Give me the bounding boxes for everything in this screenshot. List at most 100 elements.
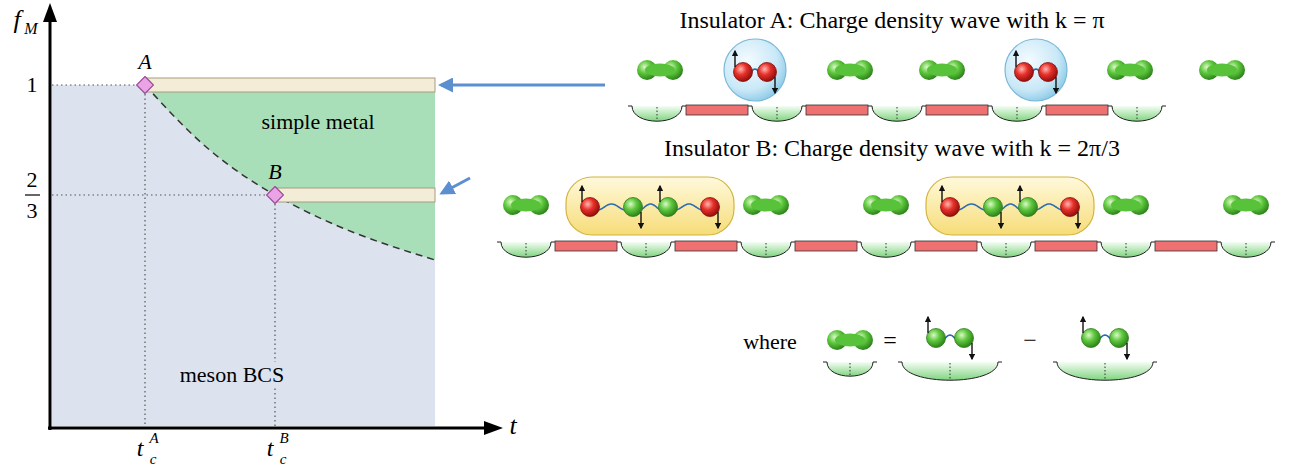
- panel-title: Insulator B: Charge density wave with k …: [664, 135, 1120, 161]
- axis-arrowhead: [484, 421, 503, 435]
- region-label: simple metal: [261, 109, 374, 134]
- barrier-block: [675, 241, 737, 251]
- green-particle: [927, 329, 946, 348]
- tick-superscript: B: [279, 430, 288, 447]
- dimer-molecule: [1199, 60, 1245, 80]
- spin-arrow: [581, 186, 582, 202]
- bound-pair-bubble: [1005, 39, 1067, 101]
- metal-region: simple metal: [140, 76, 440, 266]
- pointer-arrow: [442, 178, 470, 193]
- dimer-molecule: [1223, 195, 1269, 215]
- well-center: [1246, 243, 1247, 257]
- diamond-shape: [267, 187, 284, 204]
- spin-arrow: [1015, 51, 1016, 67]
- dimer-molecule: [827, 60, 873, 80]
- spin-arrow: [640, 212, 641, 228]
- potential-well: [748, 106, 806, 121]
- spin-arrow: [1126, 343, 1127, 359]
- axis-label: f: [13, 6, 20, 35]
- point-label: B: [263, 159, 287, 184]
- dimer-molecule: [863, 195, 909, 215]
- green-particle: [1110, 329, 1129, 348]
- spin-arrow: [717, 212, 718, 228]
- pointer-arrow: [441, 84, 605, 87]
- region-label: meson BCS: [176, 362, 289, 387]
- equation-symbol: −: [1023, 327, 1037, 353]
- green-particle: [955, 329, 974, 348]
- well-center: [1137, 107, 1138, 121]
- potential-well: [1108, 106, 1166, 121]
- tick-label: 1: [27, 73, 38, 97]
- insulator-bar: [275, 188, 435, 202]
- potential-well: [497, 242, 555, 257]
- potential-well: [977, 242, 1035, 257]
- spin-arrow: [734, 51, 735, 67]
- dimer-molecule: [743, 195, 789, 215]
- barrier-block: [806, 105, 868, 115]
- well-center: [657, 107, 658, 121]
- bound-cluster-pill: [566, 177, 734, 235]
- diamond-marker: [266, 186, 284, 204]
- barrier-block: [1155, 241, 1217, 251]
- bound-pair-bubble: [724, 39, 786, 101]
- potential-well: [898, 362, 1002, 380]
- guide-line: [52, 194, 275, 195]
- potential-well: [823, 362, 877, 376]
- insulator-b-chain: [497, 177, 1275, 257]
- tick-label: 2: [27, 168, 38, 192]
- tick-label: t: [267, 435, 274, 461]
- spin-arrow: [927, 317, 928, 333]
- bcs-area: [52, 85, 435, 426]
- axes: [25, 3, 503, 435]
- potential-well: [1217, 242, 1275, 257]
- barrier-block: [915, 241, 977, 251]
- spin-arrow: [1000, 212, 1001, 228]
- well-center: [526, 243, 527, 257]
- red-particle: [734, 63, 753, 82]
- barrier-block: [555, 241, 617, 251]
- axis-subscript: M: [24, 20, 37, 38]
- green-particle: [624, 198, 643, 217]
- barrier-block: [1046, 105, 1108, 115]
- dimer-molecule: [503, 195, 549, 215]
- tick-label: 3: [27, 199, 38, 223]
- spin-arrow: [659, 186, 660, 202]
- bound-cluster-pill: [926, 177, 1094, 235]
- potential-well: [868, 106, 926, 121]
- barrier-block: [1035, 241, 1097, 251]
- well-center: [850, 363, 851, 376]
- tick-superscript: A: [149, 430, 158, 447]
- insulator-a-chain: [628, 39, 1245, 121]
- spin-arrow: [1082, 317, 1083, 333]
- x-axis: [48, 427, 488, 430]
- potential-well: [857, 242, 915, 257]
- green-particle: [659, 198, 678, 217]
- potential-well: [988, 106, 1046, 121]
- guide-line: [52, 84, 145, 85]
- guide-line: [144, 85, 145, 426]
- well-center: [766, 243, 767, 257]
- well-center: [777, 107, 778, 121]
- diamond-shape: [137, 77, 154, 94]
- red-particle: [701, 198, 720, 217]
- dimer-definition: [823, 317, 1157, 380]
- panel-title: Insulator A: Charge density wave with k …: [679, 7, 1104, 33]
- barrier-block: [686, 105, 748, 115]
- barrier-block: [795, 241, 857, 251]
- spin-arrow: [1077, 212, 1078, 228]
- equation-text: where: [743, 330, 797, 354]
- fraction-bar: [25, 194, 40, 195]
- well-center: [950, 363, 951, 380]
- spin-arrow: [1019, 186, 1020, 202]
- dimer-molecule: [827, 330, 873, 350]
- dimer-molecule: [919, 60, 965, 80]
- y-axis: [49, 18, 52, 430]
- equation-symbol: =: [883, 327, 897, 353]
- well-center: [1126, 243, 1127, 257]
- well-center: [1017, 107, 1018, 121]
- potential-well: [737, 242, 795, 257]
- critical-point: A: [133, 49, 157, 94]
- green-particle: [984, 198, 1003, 217]
- potential-well: [1053, 362, 1157, 380]
